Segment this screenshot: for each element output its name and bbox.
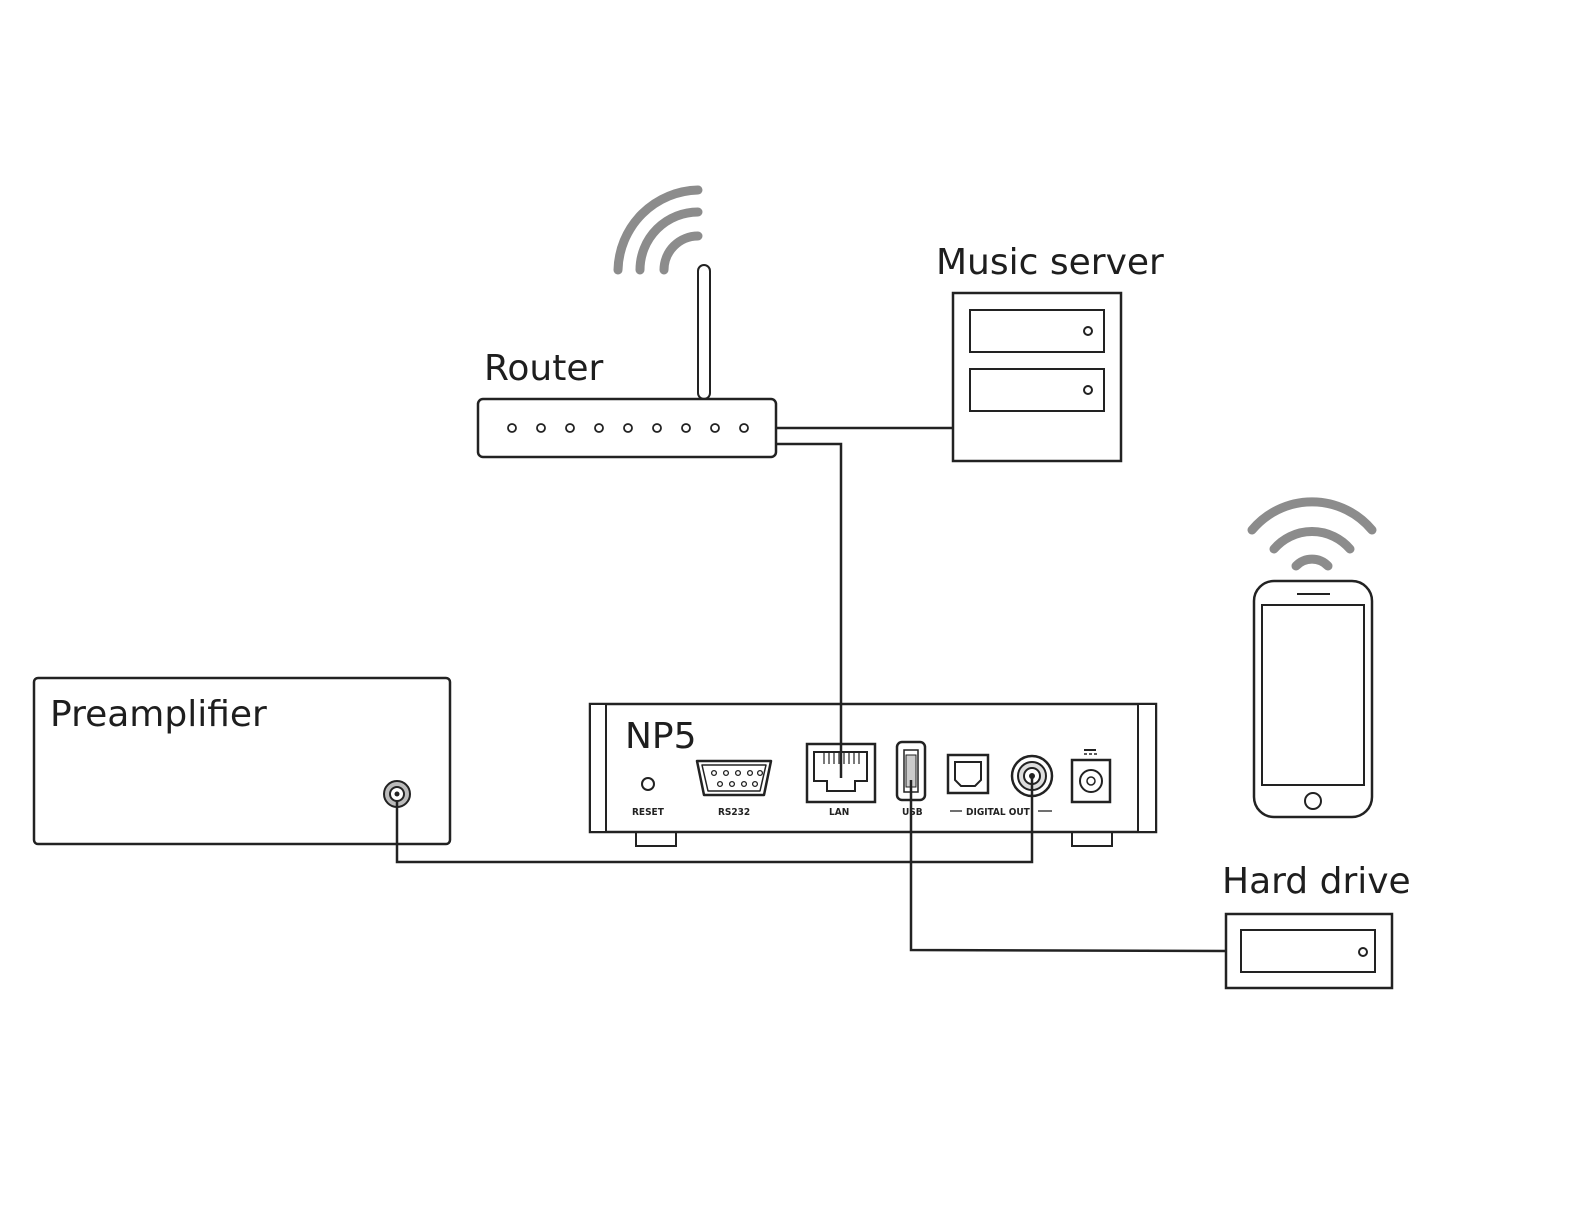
music-server: Music server	[936, 242, 1164, 461]
np5: NP5 RESET RS232 LAN	[590, 704, 1156, 846]
drive-bay-icon	[970, 369, 1104, 411]
drive-bay-icon	[1241, 930, 1375, 972]
optical-port-icon	[948, 755, 988, 793]
np5-foot	[636, 832, 676, 846]
np5-label: NP5	[625, 716, 697, 757]
digital-out-label: DIGITAL OUT	[966, 807, 1031, 818]
lan-label: LAN	[829, 807, 849, 818]
np5-left-panel	[590, 704, 606, 832]
music-server-label: Music server	[936, 242, 1164, 283]
router-label: Router	[484, 348, 604, 389]
wifi-icon	[618, 190, 698, 270]
router-leds	[508, 424, 748, 432]
rs232-label: RS232	[718, 807, 750, 818]
drive-bay-icon	[970, 310, 1104, 352]
reset-button-icon	[642, 778, 654, 790]
hard-drive-label: Hard drive	[1222, 861, 1411, 902]
rs232-port-icon	[697, 761, 771, 795]
np5-foot	[1072, 832, 1112, 846]
preamplifier: Preamplifier	[34, 678, 450, 844]
usb-label: USB	[902, 807, 923, 818]
np5-right-panel	[1138, 704, 1156, 832]
smartphone	[1252, 502, 1372, 817]
cables	[397, 428, 1226, 951]
wifi-icon	[1252, 502, 1372, 566]
antenna-icon	[698, 265, 710, 399]
preamplifier-label: Preamplifier	[50, 694, 267, 735]
router: Router	[478, 190, 776, 457]
smartphone-icon	[1254, 581, 1372, 817]
reset-label: RESET	[632, 807, 665, 818]
hard-drive: Hard drive	[1222, 861, 1411, 988]
